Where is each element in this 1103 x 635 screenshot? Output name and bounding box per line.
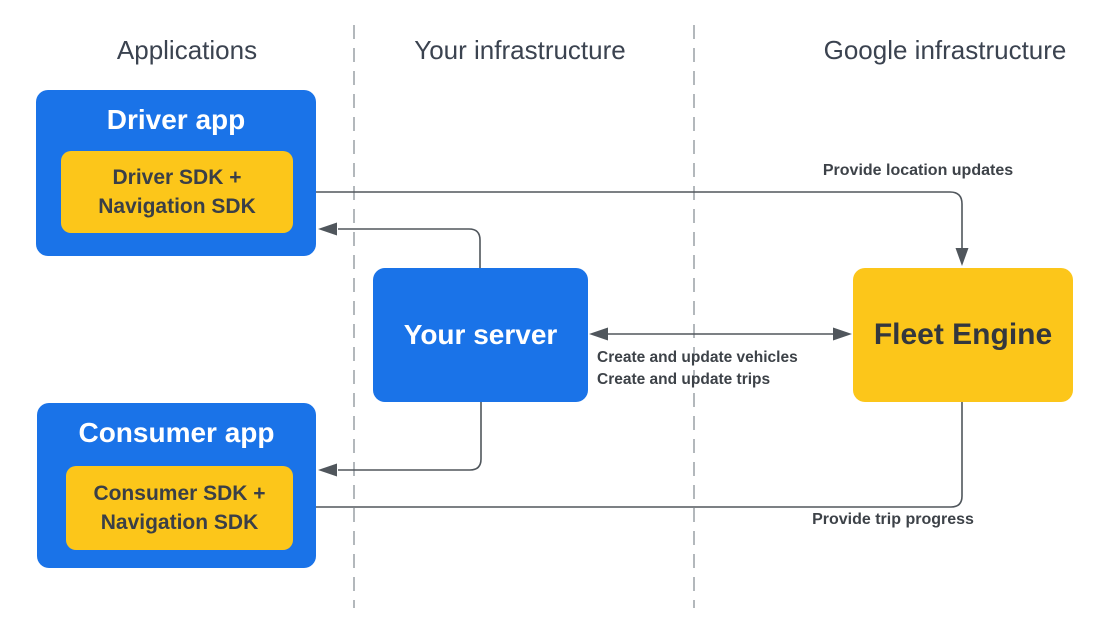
node-driver-sdk: Driver SDK + Navigation SDK [61,151,293,233]
edge-line [316,402,963,508]
edge-server-to-consumer-app [318,402,482,477]
edge-server-to-driver-app [318,222,481,268]
node-consumer-sdk: Consumer SDK + Navigation SDK [66,466,293,550]
column-header-your-infrastructure: Your infrastructure [414,35,626,65]
edge-server-fleet-engine [589,327,852,341]
arrowhead-right-icon [833,327,852,341]
label-provide-trip-progress: Provide trip progress [812,511,974,528]
arrowhead-left-icon [589,327,608,341]
label-create-update-trips: Create and update trips [597,371,771,388]
consumer-app-title: Consumer app [78,417,275,448]
node-fleet-engine: Fleet Engine [853,268,1073,402]
column-header-google-infrastructure: Google infrastructure [823,35,1067,65]
edge-provide-trip-progress [296,402,963,514]
edge-line [338,228,481,268]
label-create-update-vehicles: Create and update vehicles [597,349,798,366]
arrowhead-left-icon [318,222,337,236]
edge-line [338,402,482,471]
your-server-title: Your server [403,319,558,350]
fleet-engine-title: Fleet Engine [873,318,1053,351]
driver-app-title: Driver app [106,104,246,135]
driver-sdk-label: Driver SDK + Navigation SDK [98,165,256,218]
column-header-applications: Applications [116,35,258,65]
edge-line [293,191,963,250]
consumer-sdk-label: Consumer SDK + Navigation SDK [93,481,266,534]
node-your-server: Your server [373,268,588,402]
arrowhead-left-icon [318,463,337,477]
edge-provide-location-updates [293,191,969,266]
arrowhead-down-icon [955,248,969,266]
label-provide-location-updates: Provide location updates [822,162,1014,179]
